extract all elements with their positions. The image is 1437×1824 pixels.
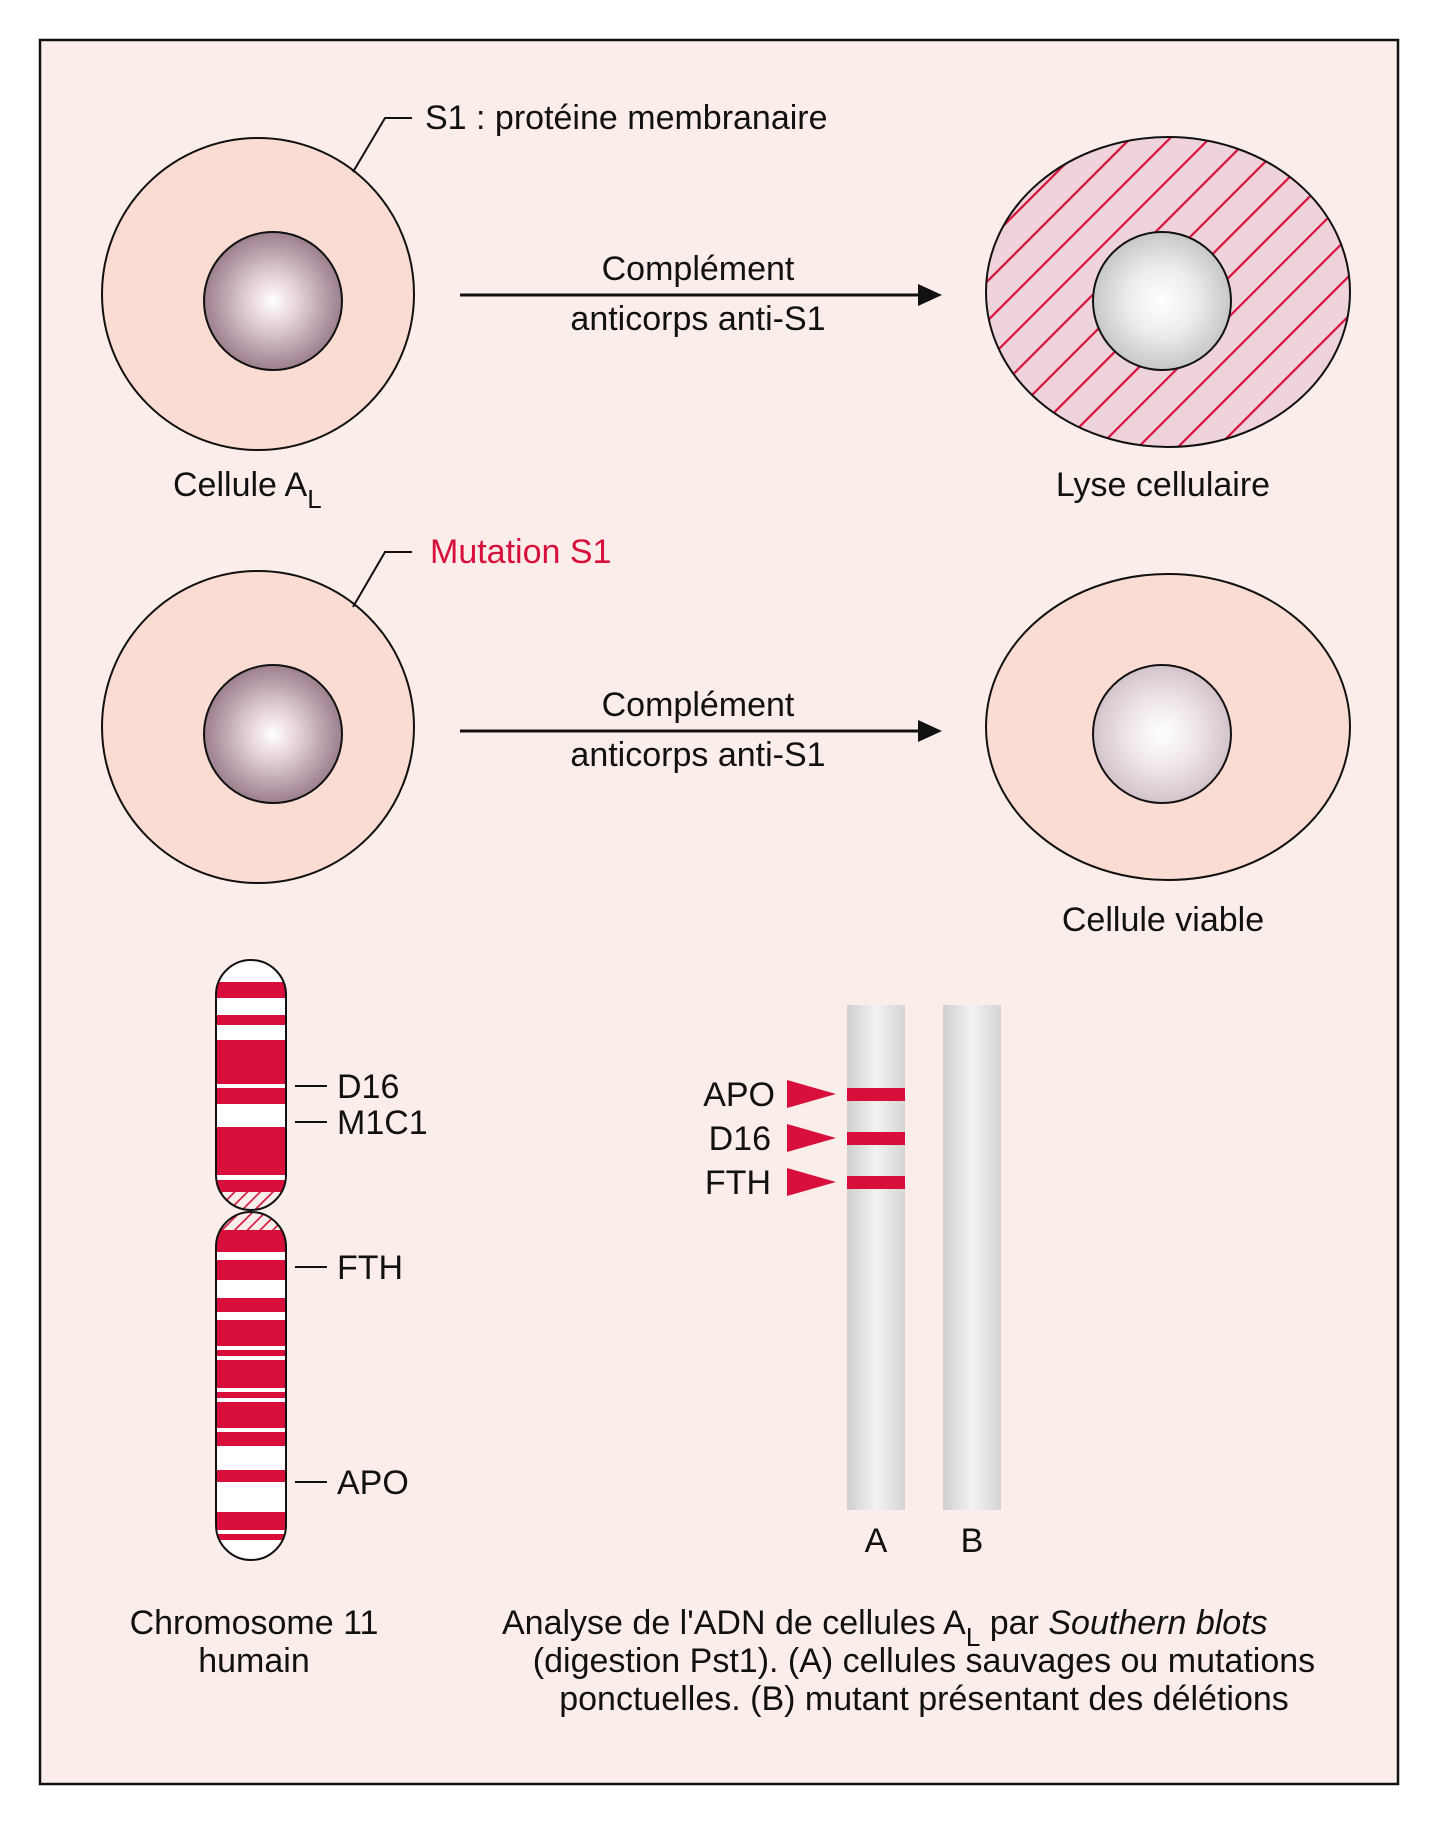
s1-membrane-protein-label: S1 : protéine membranaire [425, 99, 828, 137]
s1-pointer-line [352, 117, 412, 173]
band-label-d16: D16 [709, 1120, 771, 1158]
cell-al-caption: Cellule AL [173, 466, 322, 514]
blot-caption-line2: (digestion Pst1). (A) cellules sauvages … [533, 1642, 1315, 1680]
marker-label-fth: FTH [337, 1249, 403, 1287]
band-fth [847, 1176, 905, 1189]
cell-al-nucleus [203, 231, 343, 371]
top-arrow [460, 284, 942, 306]
mutation-s1-label: Mutation S1 [430, 533, 611, 571]
mutation-pointer-line [352, 551, 412, 608]
cell-al [101, 137, 415, 451]
viable-cell-nucleus [1092, 664, 1232, 804]
band-label-apo: APO [703, 1076, 775, 1114]
lane-label-b: B [961, 1522, 984, 1560]
marker-label-d16: D16 [337, 1068, 399, 1106]
middle-arrow-label-complement: Complément [602, 686, 795, 724]
chromosome-caption-line2: humain [198, 1642, 310, 1680]
chromosome-upper-arm [215, 959, 287, 1211]
chromosome-lower-arm [215, 1211, 287, 1561]
middle-arrow-label-antibody: anticorps anti-S1 [570, 736, 825, 774]
gel-lane-a [847, 1005, 905, 1510]
mutant-cell-nucleus [203, 664, 343, 804]
lysed-cell-nucleus [1092, 231, 1232, 371]
marker-label-m1c1: M1C1 [337, 1104, 428, 1142]
top-arrow-label-antibody: anticorps anti-S1 [570, 300, 825, 338]
band-d16 [847, 1132, 905, 1145]
gel-lane-b [943, 1005, 1001, 1510]
band-apo [847, 1088, 905, 1101]
blot-caption-line3: ponctuelles. (B) mutant présentant des d… [559, 1680, 1289, 1718]
lysed-cell [985, 136, 1351, 448]
top-arrow-label-complement: Complément [602, 250, 795, 288]
chromosome-11 [215, 959, 287, 1561]
viable-cell [985, 573, 1351, 881]
marker-label-apo: APO [337, 1464, 409, 1502]
band-label-fth: FTH [705, 1164, 771, 1202]
band-pointer-fth [787, 1168, 836, 1196]
mutant-cell [101, 570, 415, 884]
middle-arrow [460, 720, 942, 742]
blot-caption-line1: Analyse de l'ADN de cellules AL par Sout… [502, 1604, 1268, 1652]
band-pointer-d16 [787, 1124, 836, 1152]
chromosome-caption-line1: Chromosome 11 [130, 1604, 379, 1642]
viable-cell-caption: Cellule viable [1062, 901, 1264, 939]
lysis-caption: Lyse cellulaire [1056, 466, 1270, 504]
band-pointer-apo [787, 1080, 836, 1108]
lane-label-a: A [865, 1522, 888, 1560]
